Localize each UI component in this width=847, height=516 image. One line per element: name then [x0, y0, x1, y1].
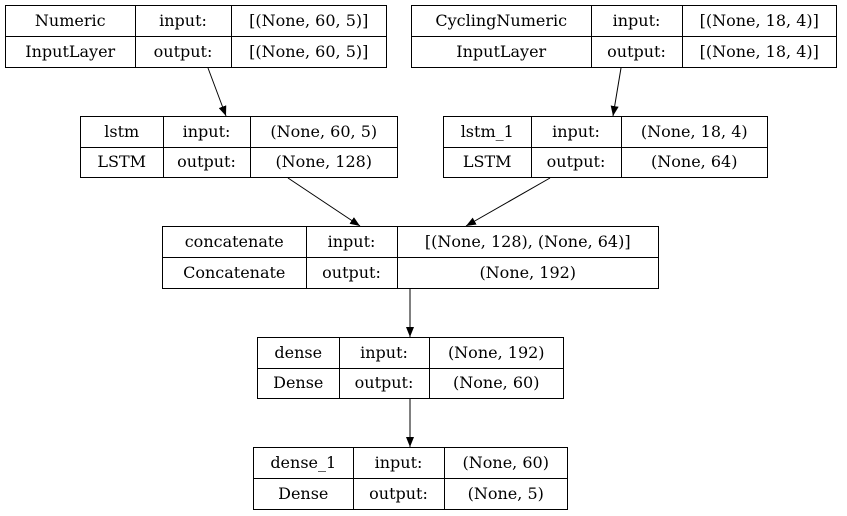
output-label: output: [338, 367, 430, 398]
node-concatenate: concatenate input: [(None, 128), (None, … [162, 226, 659, 289]
layer-type: Dense [258, 367, 340, 398]
input-shape: [(None, 128), (None, 64)] [396, 227, 658, 258]
input-label: input: [305, 227, 398, 258]
layer-type: Concatenate [163, 257, 307, 288]
layer-type: InputLayer [412, 36, 592, 67]
layer-name: dense_1 [254, 448, 354, 479]
output-shape: [(None, 18, 4)] [681, 36, 836, 67]
node-dense-1: dense_1 input: (None, 60) Dense output: … [253, 447, 568, 510]
input-label: input: [134, 6, 232, 37]
node-lstm-1: lstm_1 input: (None, 18, 4) LSTM output:… [443, 116, 768, 178]
output-label: output: [305, 257, 398, 288]
node-cycling-numeric: CyclingNumeric input: [(None, 18, 4)] In… [411, 5, 837, 68]
input-label: input: [590, 6, 683, 37]
layer-name: lstm_1 [444, 117, 532, 148]
edge-cycling-to-lstm-1 [610, 67, 622, 117]
edge-lstm-1-to-concatenate [465, 177, 551, 227]
layer-name: Numeric [6, 6, 136, 37]
output-label: output: [530, 146, 622, 177]
input-shape: (None, 60, 5) [249, 117, 397, 148]
input-shape: [(None, 60, 5)] [230, 6, 386, 37]
output-shape: (None, 60) [428, 367, 563, 398]
node-lstm: lstm input: (None, 60, 5) LSTM output: (… [80, 116, 398, 178]
output-label: output: [134, 36, 232, 67]
input-label: input: [530, 117, 622, 148]
output-shape: [(None, 60, 5)] [230, 36, 386, 67]
edge-numeric-to-lstm [207, 67, 227, 117]
input-label: input: [162, 117, 251, 148]
output-shape: (None, 64) [620, 146, 767, 177]
input-label: input: [352, 448, 445, 479]
input-shape: (None, 18, 4) [620, 117, 767, 148]
input-shape: [(None, 18, 4)] [681, 6, 836, 37]
node-numeric: Numeric input: [(None, 60, 5)] InputLaye… [5, 5, 387, 68]
edge-lstm-to-concatenate [287, 177, 361, 227]
input-shape: (None, 192) [428, 338, 563, 369]
node-dense: dense input: (None, 192) Dense output: (… [257, 337, 564, 399]
layer-name: lstm [81, 117, 164, 148]
layer-name: dense [258, 338, 340, 369]
output-shape: (None, 5) [443, 478, 567, 509]
layer-type: LSTM [81, 146, 164, 177]
output-shape: (None, 192) [396, 257, 658, 288]
output-shape: (None, 128) [249, 146, 397, 177]
layer-type: LSTM [444, 146, 532, 177]
layer-name: CyclingNumeric [412, 6, 592, 37]
output-label: output: [162, 146, 251, 177]
input-shape: (None, 60) [443, 448, 567, 479]
layer-type: Dense [254, 478, 354, 509]
output-label: output: [352, 478, 445, 509]
layer-type: InputLayer [6, 36, 136, 67]
output-label: output: [590, 36, 683, 67]
layer-name: concatenate [163, 227, 307, 258]
input-label: input: [338, 338, 430, 369]
